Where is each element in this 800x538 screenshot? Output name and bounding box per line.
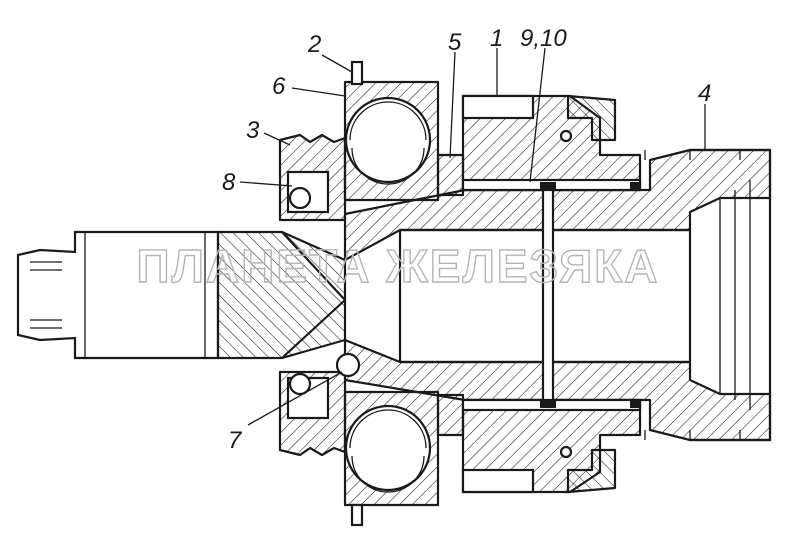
upper-bearing-6: [343, 60, 440, 202]
main-shaft-body: [343, 148, 772, 442]
watermark-text: ПЛАНЕТА ЖЕЛЕЗЯКА: [137, 240, 660, 292]
callout-7: 7: [228, 427, 243, 454]
spacer-ring-5: [436, 153, 465, 437]
detent-ball-7: [335, 352, 361, 378]
callout-8: 8: [222, 169, 236, 196]
callout-4: 4: [698, 80, 711, 107]
input-shaft: [16, 230, 347, 360]
callout-5: 5: [448, 29, 462, 56]
callout-9-10: 9,10: [520, 25, 567, 52]
callout-3: 3: [246, 117, 260, 144]
bushings-9-10: [461, 178, 642, 412]
callout-1: 1: [490, 25, 503, 52]
callout-6: 6: [272, 73, 286, 100]
pulley-gear-3: [278, 133, 347, 457]
leader-lines: [239, 47, 706, 426]
lower-bearing: [343, 390, 440, 527]
outer-sleeve-1: [461, 94, 642, 494]
callout-2: 2: [307, 31, 321, 58]
